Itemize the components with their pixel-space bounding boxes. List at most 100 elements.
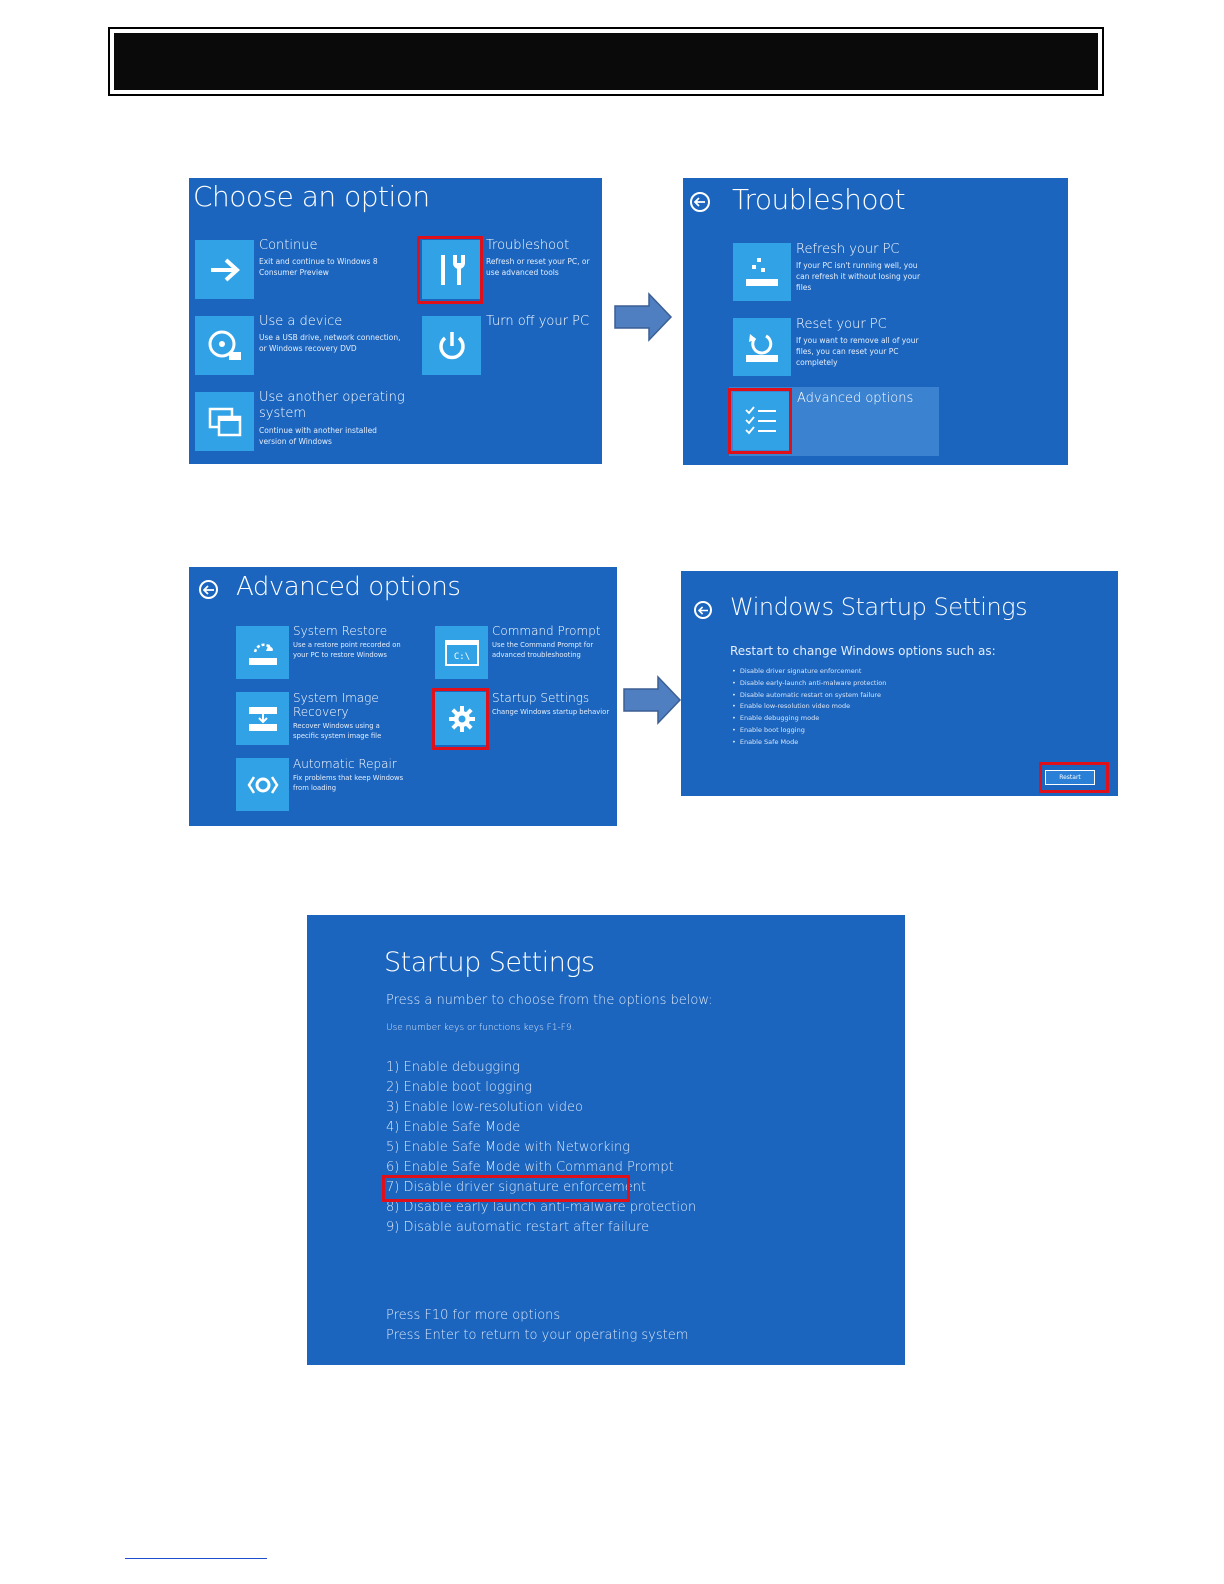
advanced-options-tile[interactable] — [733, 392, 789, 450]
advanced-options-label[interactable]: Advanced options — [797, 391, 914, 406]
header-banner-fill — [114, 33, 1098, 90]
startup-option-4[interactable]: 4) Enable Safe Mode — [386, 1120, 521, 1135]
startup-options-list: Disable driver signature enforcement Dis… — [732, 666, 887, 749]
reset-pc-tile[interactable] — [733, 318, 791, 376]
turn-off-tile[interactable] — [422, 316, 481, 375]
reset-pc-label[interactable]: Reset your PC — [796, 317, 887, 332]
command-prompt-icon: C:\ — [444, 639, 479, 666]
choose-prompt: Press a number to choose from the option… — [386, 993, 713, 1008]
system-image-icon — [248, 706, 277, 731]
system-image-label[interactable]: System Image Recovery — [293, 691, 379, 719]
startup-settings-highlight — [432, 688, 489, 750]
list-item: Disable early-launch anti-malware protec… — [732, 678, 887, 690]
startup-settings-tile[interactable] — [435, 692, 488, 745]
back-button[interactable] — [199, 580, 218, 599]
troubleshoot-tile[interactable] — [422, 240, 481, 299]
refresh-pc-label[interactable]: Refresh your PC — [796, 242, 900, 257]
disc-icon — [208, 330, 241, 360]
page-title: Choose an option — [193, 180, 430, 213]
advanced-options-screen: Advanced options System Restore Use a re… — [189, 567, 617, 826]
back-arrow-icon — [202, 584, 214, 595]
list-item: Enable boot logging — [732, 725, 886, 737]
command-prompt-desc: Use the Command Prompt for advanced trou… — [492, 641, 594, 659]
startup-option-3[interactable]: 3) Enable low-resolution video — [386, 1100, 583, 1115]
back-arrow-icon — [694, 197, 705, 207]
use-device-tile[interactable] — [195, 316, 254, 375]
startup-settings-screen: Startup Settings Press a number to choos… — [307, 915, 905, 1365]
list-item: Disable driver signature enforcement — [732, 666, 886, 678]
another-os-tile[interactable] — [195, 392, 254, 451]
windows-startup-settings-screen: Windows Startup Settings Restart to chan… — [681, 571, 1118, 796]
page-title: Advanced options — [236, 572, 461, 602]
footer-more-options: Press F10 for more options — [386, 1308, 561, 1323]
system-image-tile[interactable] — [236, 692, 289, 745]
command-prompt-tile[interactable]: C:\ — [435, 626, 488, 679]
startup-settings-label[interactable]: Startup Settings — [492, 691, 590, 705]
use-device-label[interactable]: Use a device — [259, 314, 343, 329]
repair-icon — [247, 775, 278, 794]
continue-label[interactable]: Continue — [259, 238, 318, 253]
page-title: Troubleshoot — [732, 183, 906, 216]
startup-option-2[interactable]: 2) Enable boot logging — [386, 1080, 533, 1095]
system-restore-label[interactable]: System Restore — [293, 624, 388, 638]
startup-option-9[interactable]: 9) Disable automatic restart after failu… — [386, 1220, 650, 1235]
list-item: Disable automatic restart on system fail… — [732, 690, 886, 702]
continue-tile[interactable] — [195, 240, 254, 299]
startup-option-8[interactable]: 8) Disable early launch anti-malware pro… — [386, 1200, 697, 1215]
page-title: Startup Settings — [384, 947, 595, 978]
troubleshoot-screen: Troubleshoot Refresh your PC If your PC … — [683, 178, 1068, 465]
footer-return: Press Enter to return to your operating … — [386, 1328, 689, 1343]
system-image-desc: Recover Windows using a specific system … — [293, 722, 382, 740]
system-restore-icon — [248, 643, 277, 665]
command-prompt-icon-text: C:\ — [453, 652, 469, 662]
keys-hint: Use number keys or functions keys F1-F9. — [386, 1023, 575, 1033]
arrow-right-icon — [210, 258, 240, 281]
arrow-right-big-icon — [623, 675, 682, 725]
back-arrow-icon — [697, 605, 708, 615]
command-prompt-label[interactable]: Command Prompt — [492, 624, 601, 638]
gear-icon — [448, 705, 475, 732]
back-button[interactable] — [690, 192, 710, 212]
system-restore-desc: Use a restore point recorded on your PC … — [293, 641, 401, 659]
automatic-repair-desc: Fix problems that keep Windows from load… — [293, 774, 404, 792]
refresh-pc-icon — [746, 258, 778, 286]
use-device-desc: Use a USB drive, network connection, or … — [259, 333, 401, 353]
startup-option-1[interactable]: 1) Enable debugging — [386, 1060, 520, 1075]
checklist-icon — [745, 406, 776, 435]
automatic-repair-label[interactable]: Automatic Repair — [293, 757, 397, 771]
reset-pc-desc: If you want to remove all of your files,… — [796, 336, 919, 367]
turn-off-label[interactable]: Turn off your PC — [486, 314, 590, 329]
restart-subtitle: Restart to change Windows options such a… — [730, 644, 996, 658]
option-7-highlight — [382, 1175, 630, 1202]
startup-option-6[interactable]: 6) Enable Safe Mode with Command Prompt — [386, 1160, 674, 1175]
startup-settings-desc: Change Windows startup behavior — [492, 708, 610, 716]
list-item: Enable debugging mode — [732, 713, 886, 725]
back-button[interactable] — [694, 601, 712, 619]
header-banner — [108, 27, 1104, 96]
troubleshoot-label[interactable]: Troubleshoot — [486, 238, 570, 253]
reset-pc-icon — [746, 334, 778, 362]
system-restore-tile[interactable] — [236, 626, 289, 679]
restart-button[interactable]: Restart — [1045, 770, 1095, 785]
footnote-separator — [125, 1558, 267, 1559]
automatic-repair-tile[interactable] — [236, 758, 289, 811]
advanced-options-highlight — [728, 388, 792, 454]
troubleshoot-desc: Refresh or reset your PC, or use advance… — [486, 257, 590, 277]
power-icon — [438, 331, 465, 359]
startup-option-7[interactable]: 7) Disable driver signature enforcement — [386, 1180, 647, 1195]
windows-stack-icon — [208, 407, 241, 436]
startup-option-5[interactable]: 5) Enable Safe Mode with Networking — [386, 1140, 631, 1155]
tools-icon — [440, 254, 465, 285]
refresh-pc-tile[interactable] — [733, 243, 791, 301]
another-os-desc: Continue with another installed version … — [259, 426, 377, 446]
page-title: Windows Startup Settings — [730, 593, 1028, 621]
list-item: Enable low-resolution video mode — [732, 701, 886, 713]
arrow-right-big-icon — [614, 292, 673, 342]
refresh-pc-desc: If your PC isn't running well, you can r… — [796, 261, 921, 292]
restart-highlight — [1039, 762, 1109, 793]
choose-option-screen: Choose an option Continue Exit and conti… — [189, 178, 602, 464]
troubleshoot-highlight — [417, 236, 483, 304]
list-item: Enable Safe Mode — [732, 737, 886, 749]
continue-desc: Exit and continue to Windows 8 Consumer … — [259, 257, 378, 277]
another-os-label[interactable]: Use another operating system — [259, 390, 405, 421]
